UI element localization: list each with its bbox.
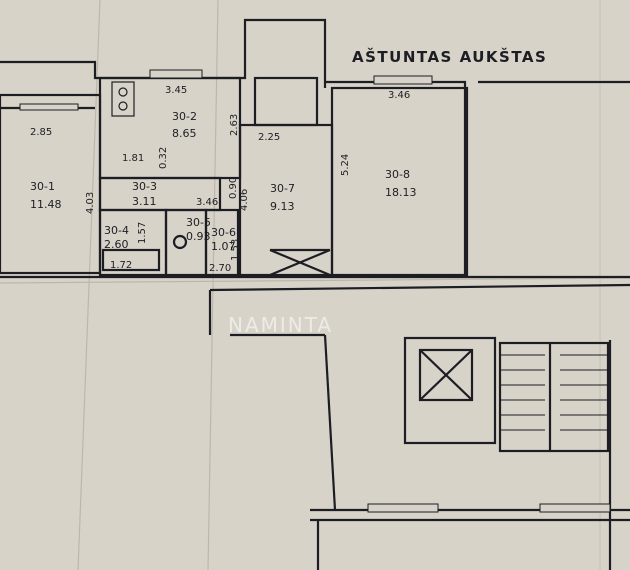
- room-30-7: 30-7 9.13: [270, 182, 295, 213]
- dimension-label: 1.72: [110, 260, 132, 271]
- room-30-8: 30-8 18.13: [385, 168, 417, 199]
- room-area: 9.13: [270, 200, 295, 213]
- walls: [0, 18, 630, 570]
- dimension-label: 3.46: [196, 197, 218, 208]
- room-30-3: 30-3 3.11: [132, 180, 157, 208]
- dimension-label: 2.85: [30, 127, 52, 138]
- dimension-label: 4.06: [239, 189, 250, 211]
- room-30-5: 30-5 0.93: [186, 216, 211, 243]
- room-id: 30-4: [104, 224, 129, 237]
- room-id: 30-1: [30, 180, 55, 193]
- dimension-label: 3.46: [388, 90, 410, 101]
- dimension-label: 4.03: [85, 192, 96, 214]
- room-area: 8.65: [172, 127, 197, 140]
- room-30-1: 30-1 11.48: [30, 180, 62, 211]
- dimension-label: 0.32: [158, 147, 169, 169]
- room-id: 30-8: [385, 168, 410, 181]
- room-30-2: 30-2 8.65: [172, 110, 197, 140]
- dimension-label: 1.81: [122, 153, 144, 164]
- dimension-label: 2.70: [209, 263, 231, 274]
- room-30-6: 30-6 1.07: [211, 226, 236, 253]
- dimension-label: 1.57: [137, 222, 148, 244]
- dimension-label: 1.53: [230, 239, 241, 261]
- room-area: 11.48: [30, 198, 62, 211]
- room-area: 18.13: [385, 186, 417, 199]
- dimension-label: 2.25: [258, 132, 280, 143]
- dimension-label: 3.45: [165, 85, 187, 96]
- plan-title: AŠTUNTAS AUKŠTAS: [352, 47, 547, 66]
- dimension-label: 0.90: [228, 177, 239, 199]
- room-id: 30-2: [172, 110, 197, 123]
- room-area: 3.11: [132, 195, 157, 208]
- room-id: 30-6: [211, 226, 236, 239]
- watermark: NAMINTA: [228, 313, 333, 337]
- room-area: 0.93: [186, 230, 211, 243]
- windows: [19, 69, 611, 513]
- dimensions: 3.45 2.85 2.63 2.25 3.46 5.24 1.81 0.32 …: [30, 85, 410, 274]
- room-id: 30-7: [270, 182, 295, 195]
- room-area: 1.07: [211, 240, 236, 253]
- room-area: 2.60: [104, 238, 129, 251]
- room-id: 30-3: [132, 180, 157, 193]
- dimension-label: 5.24: [340, 154, 351, 176]
- room-id: 30-5: [186, 216, 211, 229]
- dimension-label: 2.63: [229, 114, 240, 136]
- stove-icon: [111, 81, 135, 117]
- room-30-4: 30-4 2.60: [104, 224, 129, 251]
